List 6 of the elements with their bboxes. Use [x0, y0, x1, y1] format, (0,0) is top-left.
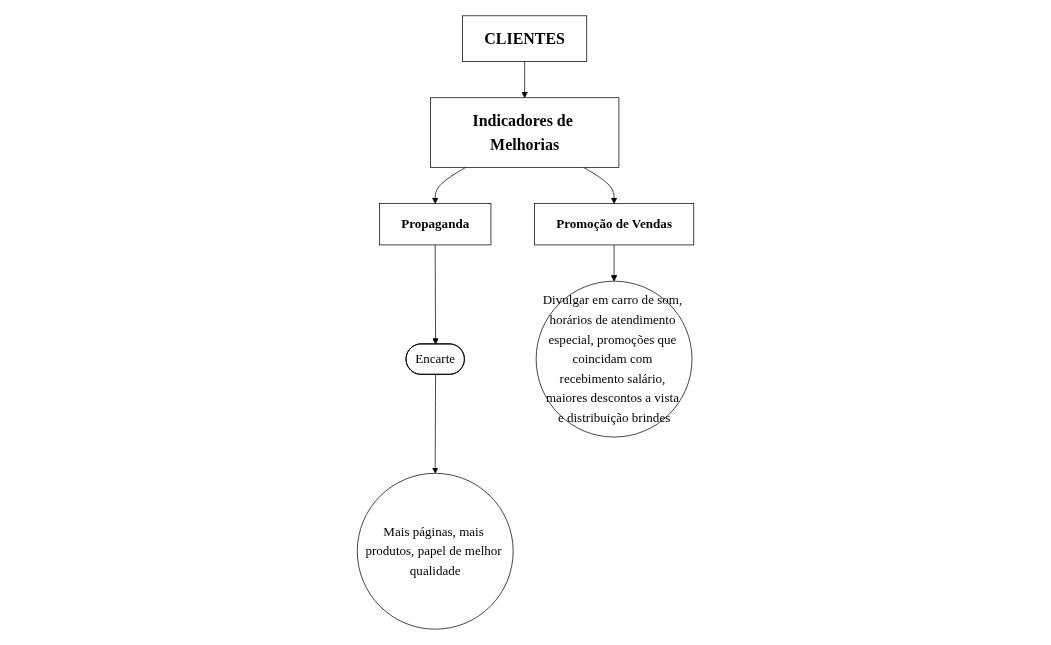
node-box: CLIENTES: [462, 15, 588, 62]
node-circle: Divulgar em carro de som, horários de atendimento especial, promoções que coincidam com recebimento salário, maiores descontos a vista e distribuição brindes: [535, 280, 693, 438]
node-box: Propaganda: [379, 203, 492, 246]
node-circle: Mais páginas, mais produtos, papel de melhor qualidade: [356, 472, 514, 630]
node-box: Promoção de Vendas: [534, 203, 695, 246]
node-box: Indicadores de Melhorias: [430, 97, 620, 168]
